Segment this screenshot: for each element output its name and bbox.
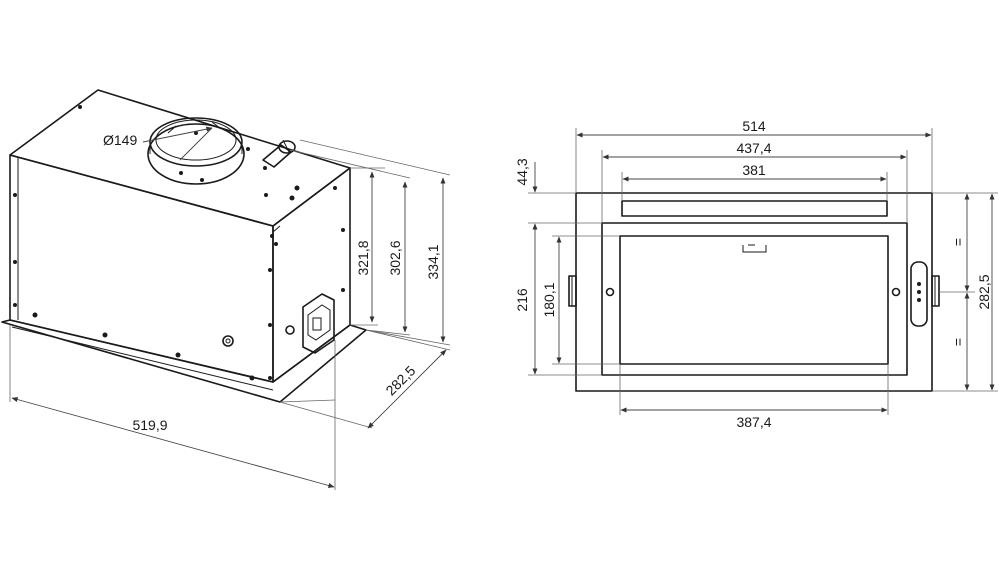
front-inner-panel bbox=[619, 235, 889, 365]
dim-top2: 437,4 bbox=[736, 140, 771, 156]
hood-bottom-flange bbox=[1, 319, 367, 403]
front-top-strip bbox=[621, 200, 888, 217]
left-knob bbox=[605, 287, 615, 297]
connector-spigot bbox=[262, 139, 296, 168]
screw-dots bbox=[13, 105, 345, 381]
isometric-view: Ø149 321,8 302,6 334,1 282,5 519,9 bbox=[1, 89, 451, 490]
hood-right-face bbox=[272, 167, 351, 383]
front-main-panel bbox=[601, 222, 908, 376]
dim-right: 282,5 bbox=[976, 274, 992, 309]
dim-left-small: 44,3 bbox=[514, 158, 530, 185]
right-knob bbox=[891, 287, 901, 297]
dim-width: 519,9 bbox=[132, 417, 167, 433]
dim-h3: 334,1 bbox=[425, 244, 441, 279]
diameter-label: Ø149 bbox=[103, 132, 137, 148]
front-view: 514 437,4 381 387,4 44,3 216 180,1 = = 2… bbox=[514, 118, 998, 430]
electrical-box bbox=[302, 293, 335, 354]
dim-top1: 514 bbox=[742, 118, 766, 134]
dim-left2: 180,1 bbox=[541, 282, 557, 317]
dim-h1: 321,8 bbox=[355, 240, 371, 275]
dim-eq-top: = bbox=[950, 238, 966, 246]
dim-depth: 282,5 bbox=[382, 362, 418, 398]
hood-front-face bbox=[9, 154, 274, 383]
duct-collar bbox=[147, 117, 245, 185]
dim-bottom: 387,4 bbox=[736, 414, 771, 430]
dim-eq-bottom: = bbox=[950, 338, 966, 346]
dim-left1: 216 bbox=[514, 288, 530, 312]
control-slot bbox=[910, 261, 928, 327]
dim-h2: 302,6 bbox=[387, 240, 403, 275]
dim-top3: 381 bbox=[742, 162, 766, 178]
